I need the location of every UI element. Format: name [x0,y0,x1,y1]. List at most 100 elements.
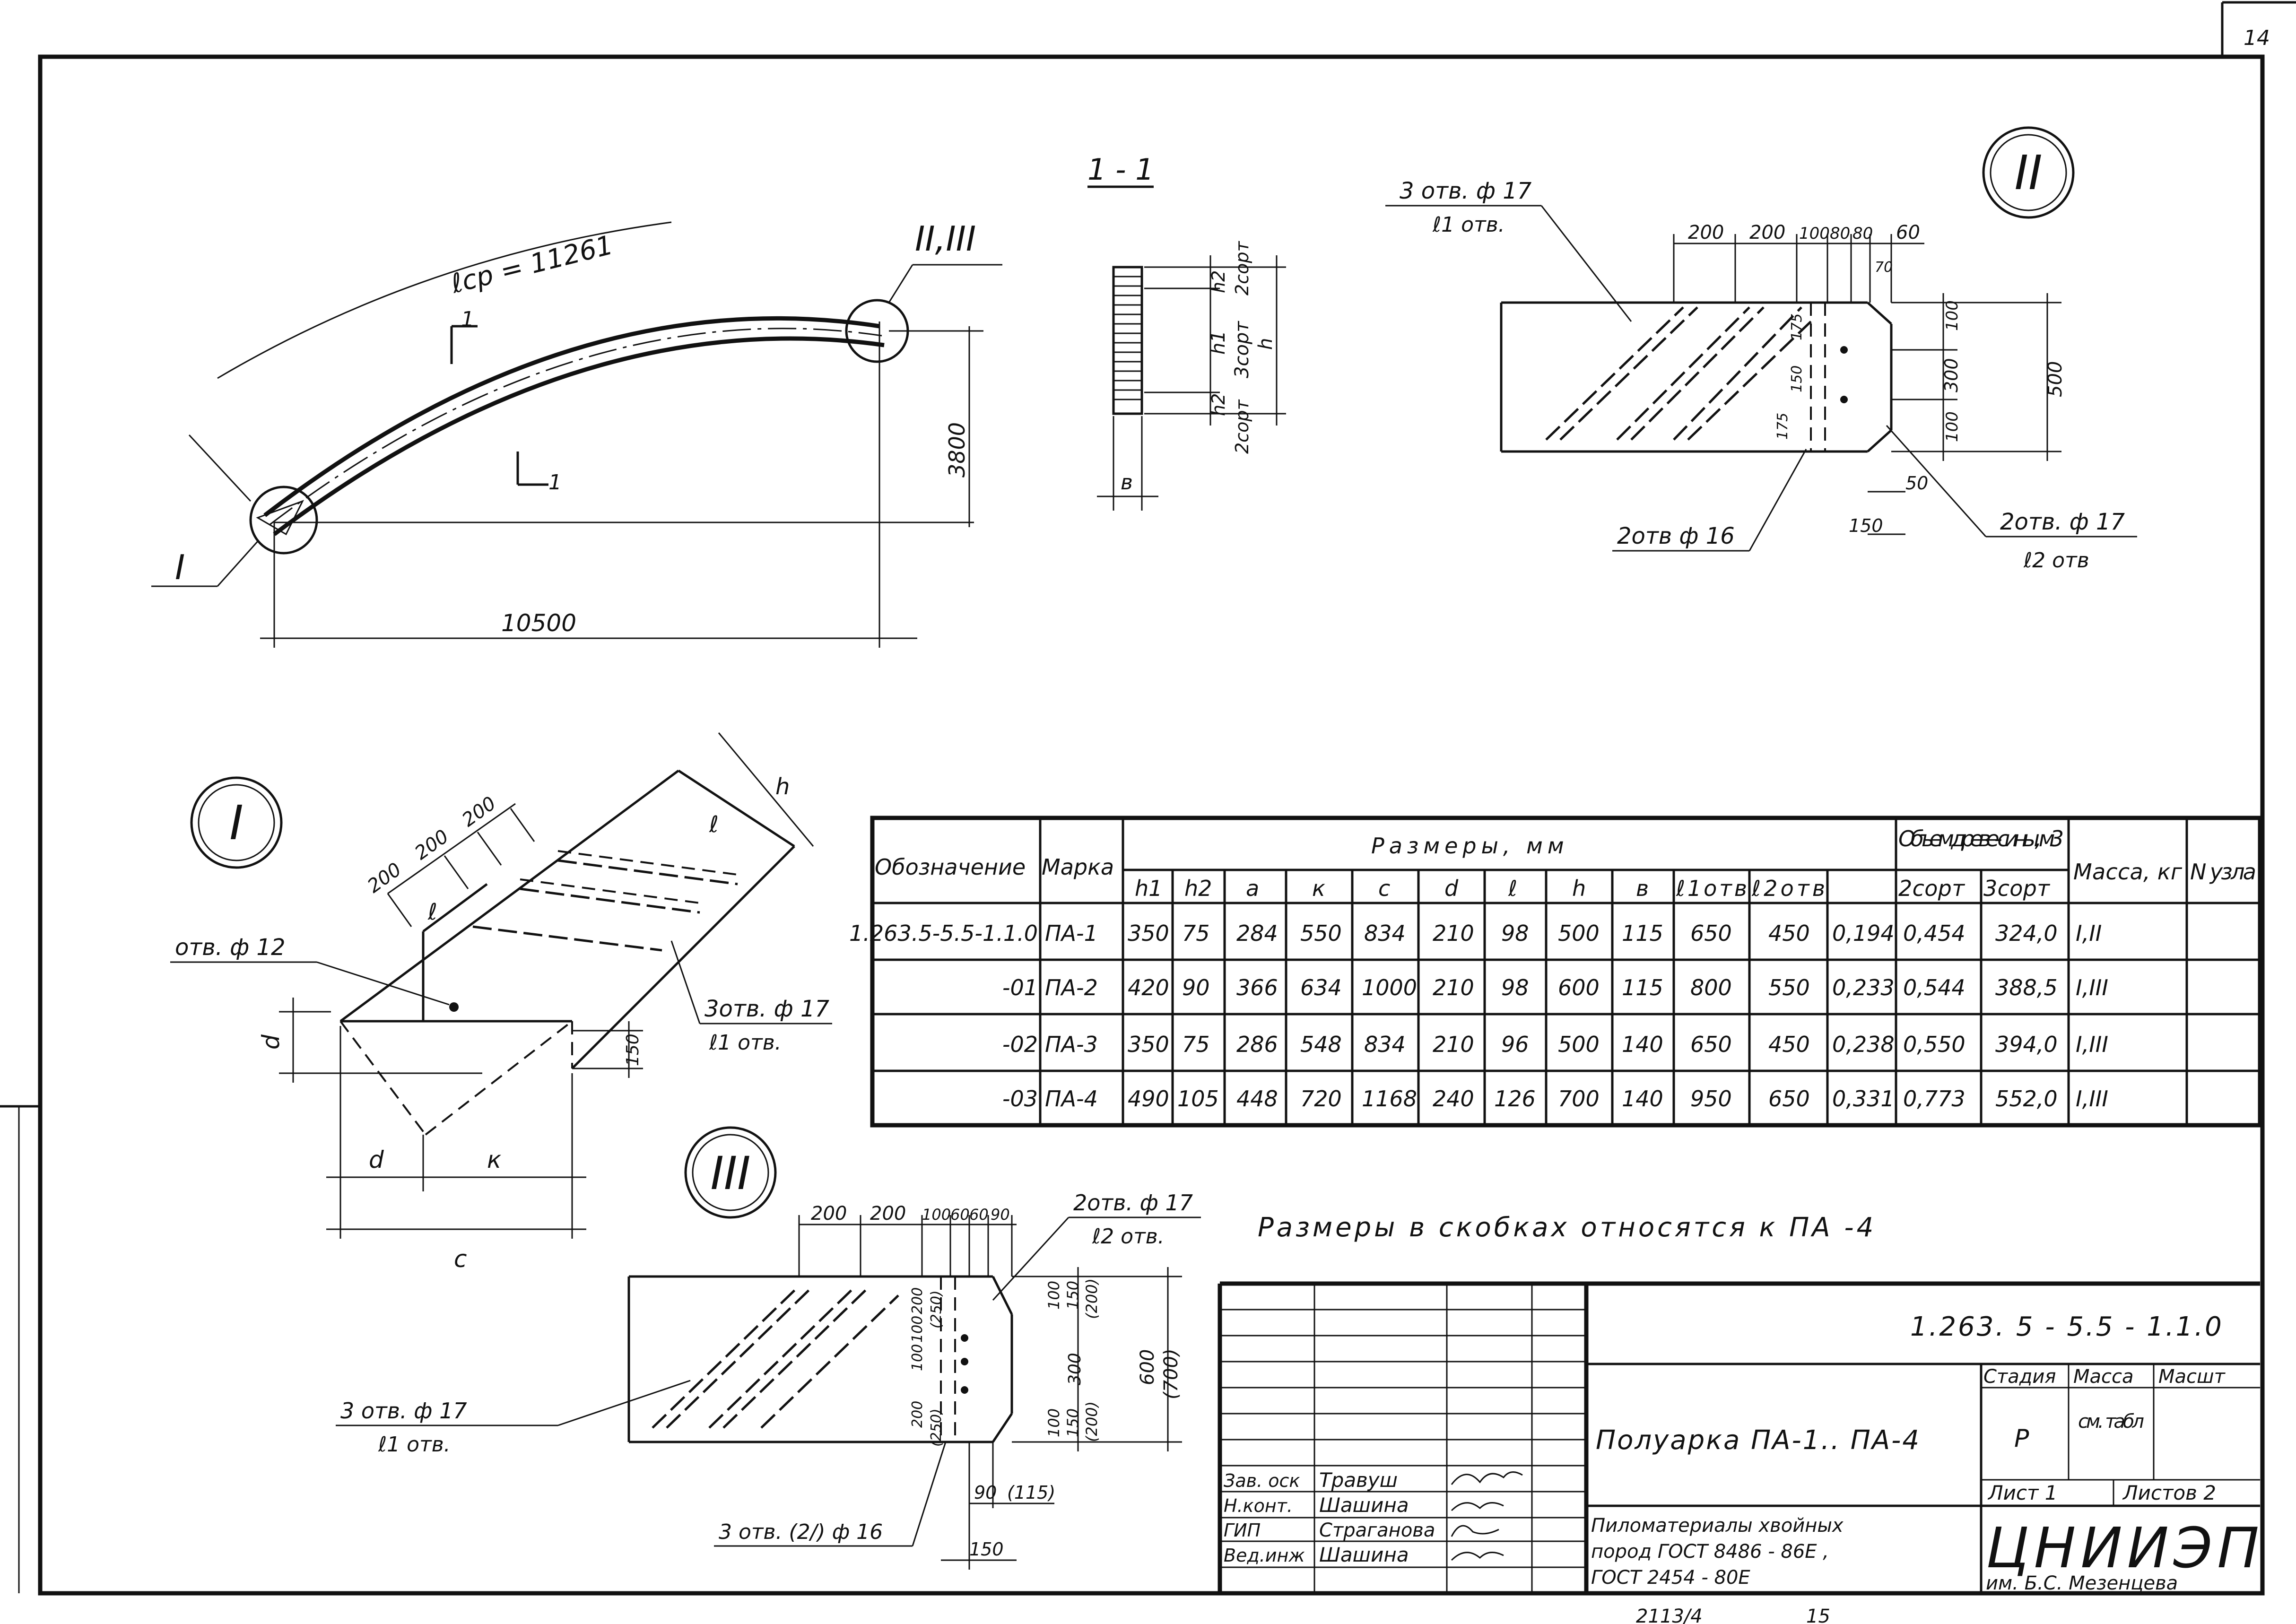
stage-header: Стадия [1983,1366,2056,1388]
node-II-holes-left-label: 2отв ф 16 [1617,523,1735,549]
cell-r1-mark: ПА-2 [1045,975,1098,1000]
node-I-dim-d2: d [369,1146,384,1173]
node-II-dim-150b: 150 [1849,515,1883,536]
node-III-dim-0: 200 [811,1203,847,1225]
node-II-dim-500: 500 [2044,361,2066,397]
node-III-dim-100: 100 [909,1344,926,1371]
table-row: -01 ПА-2 420 90 366 634 1000 210 98 600 … [1002,975,2108,1000]
node-III-dim-200: 200 [909,1401,926,1428]
node-III-holes-left-label: 3 отв. ф 17 [340,1398,467,1424]
node-I-dim-200-0: 200 [364,859,406,897]
node-I-dim-c: с [454,1245,467,1273]
cell-r2-c: 834 [1364,1032,1406,1057]
cell-r3-k: 720 [1300,1086,1342,1112]
spec-table: Обозначение Марка Размеры, мм Объем древ… [849,816,2262,1128]
staff-role-1: Н.конт. [1224,1495,1293,1516]
cell-r3-designation: -03 [1002,1086,1038,1112]
cell-r0-c: 834 [1364,921,1406,946]
mass-value: см. табл [2078,1411,2144,1433]
cell-r0-mark: ПА-1 [1045,921,1098,946]
cell-r1-designation: -01 [1002,975,1038,1000]
sheets-label: Листов 2 [2122,1481,2216,1504]
dimensions-note: Размеры в скобках относятся к ПА -4 [1258,1212,1876,1243]
sheet-label: Лист 1 [1987,1481,2058,1504]
cell-r2-h1: 350 [1128,1032,1169,1057]
th-h2: h2 [1184,876,1212,901]
cell-r3-h: 700 [1558,1086,1600,1112]
cell-r1-l1: 800 [1690,975,1732,1000]
bottom-stamp-right: 15 [1806,1606,1830,1624]
cell-r3-c: 1168 [1362,1086,1417,1112]
arc-length-label: ℓср = 11261 [448,230,616,300]
th-dims-group: Размеры, мм [1371,833,1569,859]
section-grade-mid: 3сорт [1231,321,1253,378]
node-II-holes-right-sub: ℓ2 отв [2023,548,2089,573]
section-grade-top: 2сорт [1232,241,1252,295]
th-a: а [1246,876,1259,901]
cell-r2-mark: ПА-3 [1045,1032,1098,1057]
staff-name-0: Травуш [1319,1468,1398,1492]
height-dim: 3800 [944,422,970,478]
node-I-dim-200-2: 200 [458,792,500,831]
page-number: 14 [2244,26,2270,50]
mass-header: Масса [2073,1366,2134,1388]
doc-code: 1.263. 5 - 5.5 - 1.1.0 [1910,1311,2224,1342]
cell-r3-a: 448 [1236,1086,1278,1112]
node-III-dim-200r: (200) [1083,1278,1101,1319]
node-III-dim-200r2: (200) [1083,1401,1101,1442]
node-I-dim-h: h [775,773,790,800]
th-l: ℓ [1508,876,1517,901]
cell-r0-grade2: 0,194 [1832,921,1895,946]
node-III-dim-100r: 100 [1045,1281,1063,1310]
th-node: N узла [2190,859,2256,885]
node-II-dim-0: 200 [1688,222,1724,243]
span-dim: 10500 [501,609,576,637]
th-c: с [1378,876,1390,901]
node-III-dim-3: 60 [950,1206,970,1224]
cell-r0-grade3: 0,454 [1903,921,1966,946]
th-mark: Марка [1042,854,1114,880]
section-1-1: 1 - 1 h2 2сорт h1 3сорт h h2 2сорт в [1087,152,1286,511]
node-III-holes-top-sub: ℓ2 отв. [1092,1225,1165,1249]
stage-value: Р [2014,1424,2029,1453]
section-width: в [1121,470,1133,495]
node-II-top-dims: 200 200 100 80 80 60 [1688,222,1920,243]
cell-r3-mark: ПА-4 [1045,1086,1098,1112]
cell-r1-mass: 388,5 [1995,975,2058,1000]
cell-r3-grade3: 0,773 [1903,1086,1966,1112]
scale-header: Масшт [2158,1366,2226,1388]
node-II-dim-4: 80 [1852,224,1873,243]
th-h1: h1 [1135,876,1162,901]
cell-r2-k: 548 [1300,1032,1342,1057]
node-III-dim-1: 200 [870,1203,906,1225]
cell-r2-grade3: 0,550 [1903,1032,1966,1057]
node-III-dim-300r: 300 [1065,1353,1085,1385]
cell-r1-node: I,III [2076,975,2108,1000]
node-III-title: III [711,1147,751,1200]
cell-r1-grade2: 0,233 [1832,975,1895,1000]
node-III-dim-700: (700) [1160,1348,1182,1399]
th-designation: Обозначение [875,854,1026,880]
cell-r0-designation: 1.263.5-5.5-1.1.0 [849,921,1038,946]
node-II-holes-right-label: 2отв. ф 17 [2000,509,2125,535]
cell-r3-h2: 105 [1177,1086,1219,1112]
node-III-dim-150b: 150 [969,1539,1004,1560]
th-volume-group: Объем древе-сины, м3 [1898,826,2064,851]
cell-r3-l2: 650 [1768,1086,1810,1112]
node-I-hole-label: отв. ф 12 [175,934,286,961]
cell-r2-l: 96 [1501,1032,1529,1057]
cell-r3-grade2: 0,331 [1832,1086,1895,1112]
cell-r2-grade2: 0,238 [1832,1032,1895,1057]
cell-r1-h2: 90 [1182,975,1210,1000]
table-subheaders: h1 h2 а к с d ℓ h в ℓ1отв ℓ2отв 2сорт 3с… [1135,876,2050,901]
cell-r0-l2: 450 [1768,921,1810,946]
node-ref-label: II,III [915,219,976,259]
node-III-holes-left-sub: ℓ1 отв. [378,1433,451,1457]
staff-role-2: ГИП [1224,1520,1261,1541]
staff-name-1: Шашина [1319,1494,1409,1517]
cell-r0-b: 115 [1622,921,1663,946]
cell-r3-mass: 552,0 [1995,1086,2058,1112]
section-mark-top: 1 [461,307,474,331]
